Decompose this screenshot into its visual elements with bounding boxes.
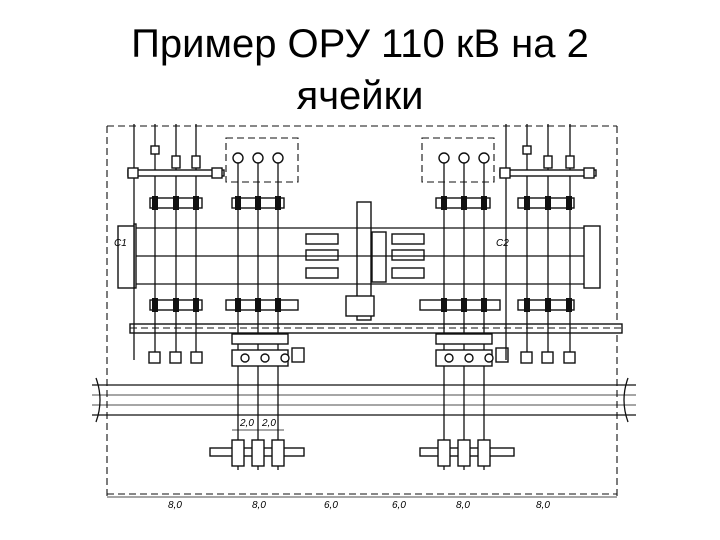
road-lines	[92, 377, 636, 423]
lower-right-equipment	[419, 439, 515, 467]
dim-label-4: 8,0	[252, 500, 266, 511]
right-portal	[420, 225, 601, 289]
dim-label-8: 8,0	[536, 500, 550, 511]
dim-label-1: 2,0	[239, 418, 254, 429]
left-switchgear-cell	[225, 137, 305, 470]
dim-label-7: 8,0	[456, 500, 470, 511]
slide-title-line-1: Пример ОРУ 110 кВ на 2	[131, 22, 589, 66]
main-busbar	[129, 323, 623, 334]
slide-title: Пример ОРУ 110 кВ на 2 ячейки	[0, 18, 720, 122]
dim-label-5: 6,0	[324, 500, 338, 511]
dim-label-3: 8,0	[168, 500, 182, 511]
dim-label-6: 6,0	[392, 500, 406, 511]
outer-frame	[106, 125, 618, 500]
left-portal	[117, 223, 300, 289]
cell-label-left: С1	[114, 238, 127, 249]
left-line-cell	[127, 124, 225, 364]
dim-label-2: 2,0	[261, 418, 276, 429]
right-line-cell	[499, 124, 597, 364]
right-switchgear-cell	[419, 137, 509, 470]
lower-left-equipment	[209, 429, 305, 467]
center-tie-section	[300, 201, 425, 321]
cell-label-right: С2	[496, 238, 509, 249]
slide-title-line-2: ячейки	[296, 74, 424, 118]
